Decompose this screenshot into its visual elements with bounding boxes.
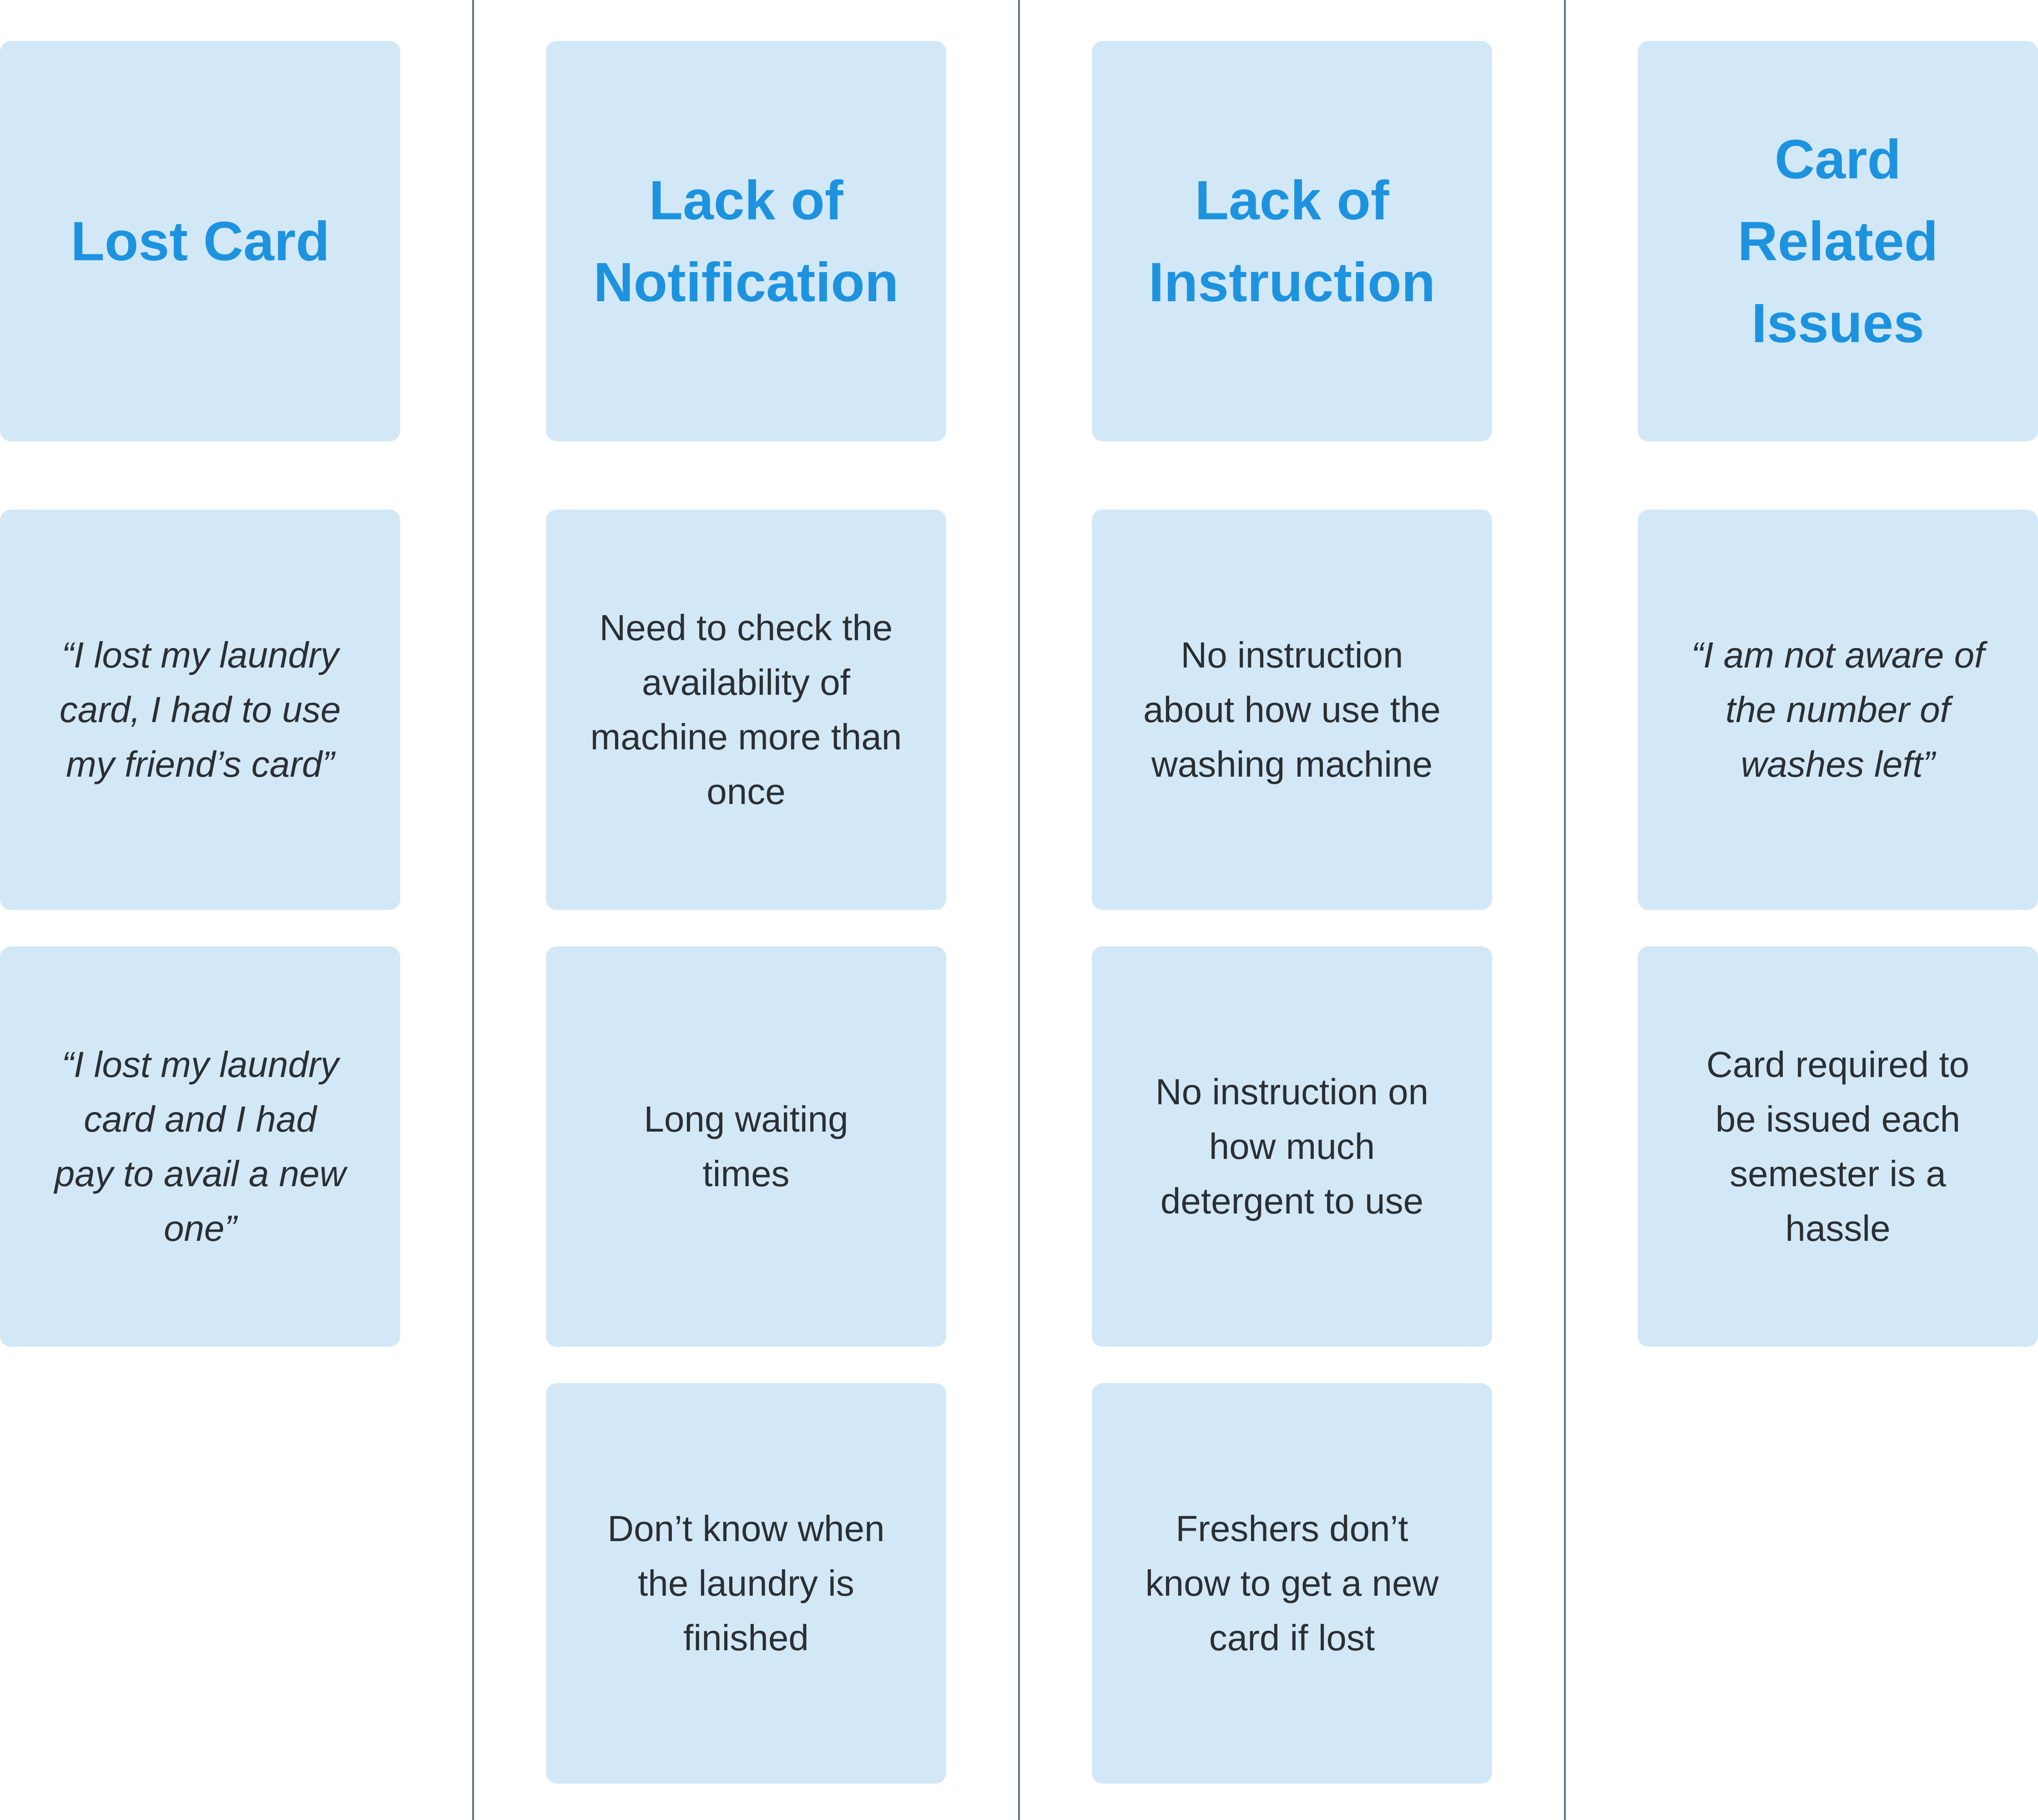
sticky-note: Don’t know when the laundry is finished [546,1383,946,1784]
sticky-note-text: Need to check the availability of machin… [590,607,902,812]
sticky-note: Need to check the availability of machin… [546,510,946,910]
header-card-card-related-issues: Card Related Issues [1638,41,2038,441]
sticky-note: Long waiting times [546,946,946,1347]
sticky-note: “I lost my laundry card, I had to use my… [0,510,400,910]
column-divider-2 [1018,0,1020,1820]
sticky-note: “I lost my laundry card and I had pay to… [0,946,400,1347]
header-title: Lack of Instruction [1148,169,1436,313]
header-card-lost-card: Lost Card [0,41,400,441]
sticky-note: Freshers don’t know to get a new card if… [1092,1383,1492,1784]
sticky-note-text: “I lost my laundry card, I had to use my… [59,635,341,784]
header-title: Lack of Notification [593,169,899,313]
header-title: Card Related Issues [1737,128,1938,354]
sticky-note-text: Freshers don’t know to get a new card if… [1145,1508,1439,1658]
sticky-note-text: “I am not aware of the number of washes … [1691,635,1985,784]
column-divider-3 [1564,0,1566,1820]
sticky-note-text: Card required to be issued each semester… [1706,1044,1970,1249]
sticky-note-text: No instruction about how use the washing… [1143,635,1441,784]
sticky-note: No instruction on how much detergent to … [1092,946,1492,1347]
header-title: Lost Card [71,210,330,272]
header-card-lack-of-notification: Lack of Notification [546,41,946,441]
sticky-note-text: Long waiting times [644,1099,848,1194]
sticky-note-text: No instruction on how much detergent to … [1155,1072,1429,1221]
header-card-lack-of-instruction: Lack of Instruction [1092,41,1492,441]
sticky-note: “I am not aware of the number of washes … [1638,510,2038,910]
column-divider-1 [472,0,474,1820]
sticky-note-text: “I lost my laundry card and I had pay to… [54,1044,346,1249]
sticky-note: No instruction about how use the washing… [1092,510,1492,910]
sticky-note-text: Don’t know when the laundry is finished [607,1508,885,1658]
sticky-note: Card required to be issued each semester… [1638,946,2038,1347]
